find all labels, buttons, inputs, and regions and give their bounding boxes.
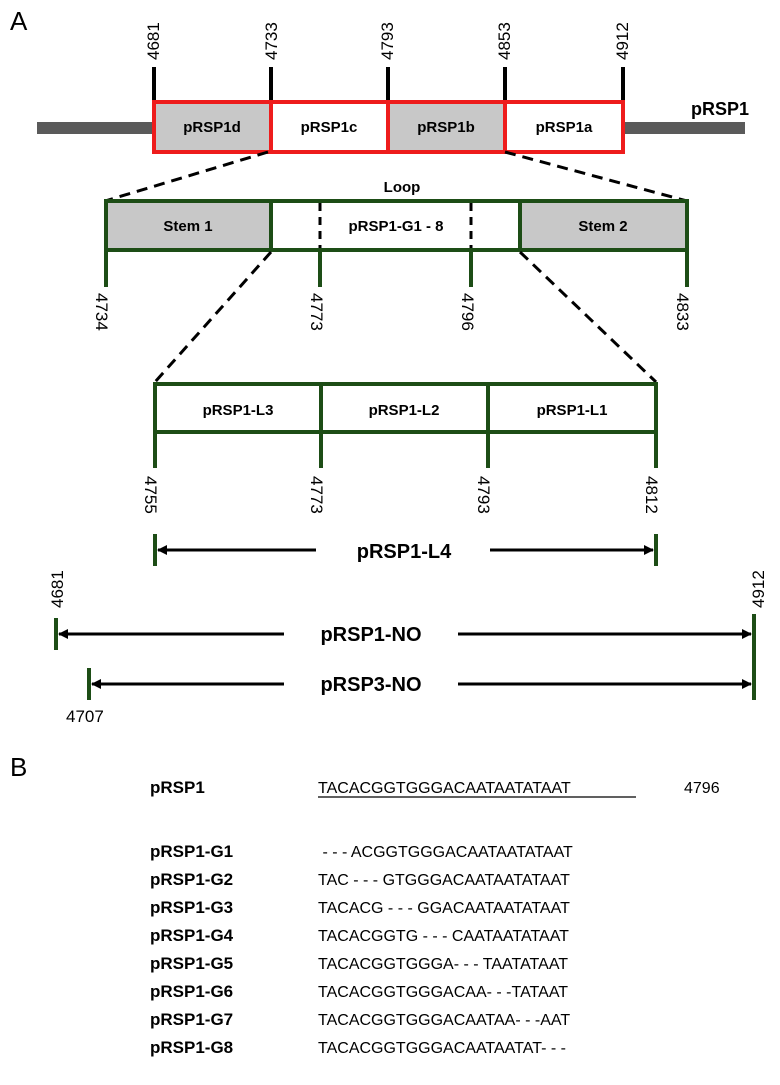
top-position-4681: 4681 <box>144 22 163 60</box>
top-position-4793: 4793 <box>378 22 397 60</box>
variant-name: pRSP1-G8 <box>150 1038 233 1057</box>
loop-insert-label: pRSP1-G1 - 8 <box>348 218 443 235</box>
range-prsp1-l4: pRSP1-L4 <box>153 534 658 566</box>
variant-sequence: - - - ACGGTGGGACAATAATATAAT <box>318 844 573 861</box>
variant-name: pRSP1-G3 <box>150 898 233 917</box>
variant-name: pRSP1-G5 <box>150 954 233 973</box>
top-position-4853: 4853 <box>495 22 514 60</box>
mid-box-outline <box>104 199 689 287</box>
low-position-4793: 4793 <box>474 476 493 514</box>
variant-sequence: TACACG - - - GGACAATAATATAAT <box>318 900 570 917</box>
low-position-4812: 4812 <box>642 476 661 514</box>
mid-position-4833: 4833 <box>673 293 692 331</box>
panel-b-label: B <box>10 752 27 782</box>
stem2-label: Stem 2 <box>578 218 627 235</box>
mid-position-4796: 4796 <box>458 293 477 331</box>
segment-label-prsp1c: pRSP1c <box>301 119 358 136</box>
top-position-4912: 4912 <box>613 22 632 60</box>
range-label-prsp3-no: pRSP3-NO <box>320 674 421 696</box>
low-box-outline <box>153 382 658 468</box>
mid-position-4734: 4734 <box>92 293 111 331</box>
zoom-lines-mid <box>153 250 658 384</box>
range-start-label-4707: 4707 <box>66 707 104 726</box>
variant-sequence: TAC - - - GTGGGACAATAATATAAT <box>318 872 570 889</box>
reference-position: 4796 <box>684 780 720 797</box>
low-segment-label-l3: pRSP1-L3 <box>203 402 274 419</box>
stem1-fill <box>106 201 271 250</box>
zoom-lines-top <box>104 150 688 203</box>
mid-position-4773: 4773 <box>307 293 326 331</box>
track-label: pRSP1 <box>691 99 749 119</box>
top-position-4733: 4733 <box>262 22 281 60</box>
range-label-prsp1-no: pRSP1-NO <box>320 624 421 646</box>
range-start-label-4681: 4681 <box>48 570 67 608</box>
reference-sequence: TACACGGTGGGACAATAATATAAT <box>318 780 571 797</box>
zoom-line <box>153 251 273 383</box>
low-position-4755: 4755 <box>141 476 160 514</box>
range-prsp1-no: 4681 4912 pRSP1-NO <box>48 570 768 700</box>
segment-box-prsp1c <box>269 100 390 154</box>
segment-label-prsp1a: pRSP1a <box>536 119 593 136</box>
segment-label-prsp1b: pRSP1b <box>417 119 475 136</box>
stem2-fill <box>520 201 687 250</box>
zoom-line <box>504 150 688 203</box>
variant-name: pRSP1-G4 <box>150 926 234 945</box>
variant-name: pRSP1-G7 <box>150 1010 233 1029</box>
loop-dashed-dividers <box>318 203 473 248</box>
variant-sequence: TACACGGTGGGACAATAA- - -AAT <box>318 1012 570 1029</box>
zoom-line <box>104 150 269 203</box>
segment-label-prsp1d: pRSP1d <box>183 119 241 136</box>
segment-box-prsp1a <box>503 100 625 154</box>
zoom-line <box>518 250 658 384</box>
variant-name: pRSP1-G6 <box>150 982 233 1001</box>
low-segment-label-l2: pRSP1-L2 <box>369 402 440 419</box>
top-ticks <box>152 67 625 102</box>
low-segment-label-l1: pRSP1-L1 <box>537 402 608 419</box>
low-position-4773: 4773 <box>307 476 326 514</box>
range-label-prsp1-l4: pRSP1-L4 <box>357 541 452 563</box>
variant-name: pRSP1-G2 <box>150 870 233 889</box>
loop-label: Loop <box>384 179 421 196</box>
variant-list: pRSP1-G1 - - - ACGGTGGGACAATAATATAAT pRS… <box>150 842 573 1057</box>
variant-sequence: TACACGGTGGGA- - - TAATATAAT <box>318 956 568 973</box>
reference-name: pRSP1 <box>150 778 205 797</box>
variant-sequence: TACACGGTG - - - CAATAATATAAT <box>318 928 569 945</box>
variant-sequence: TACACGGTGGGACAATAATAT- - - <box>318 1040 566 1057</box>
variant-name: pRSP1-G1 <box>150 842 233 861</box>
variant-sequence: TACACGGTGGGACAA- - -TATAAT <box>318 984 568 1001</box>
range-end-label-4912: 4912 <box>749 570 768 608</box>
stem1-label: Stem 1 <box>163 218 212 235</box>
panel-a-label: A <box>10 6 28 36</box>
range-prsp3-no: pRSP3-NO 4707 <box>66 668 752 726</box>
